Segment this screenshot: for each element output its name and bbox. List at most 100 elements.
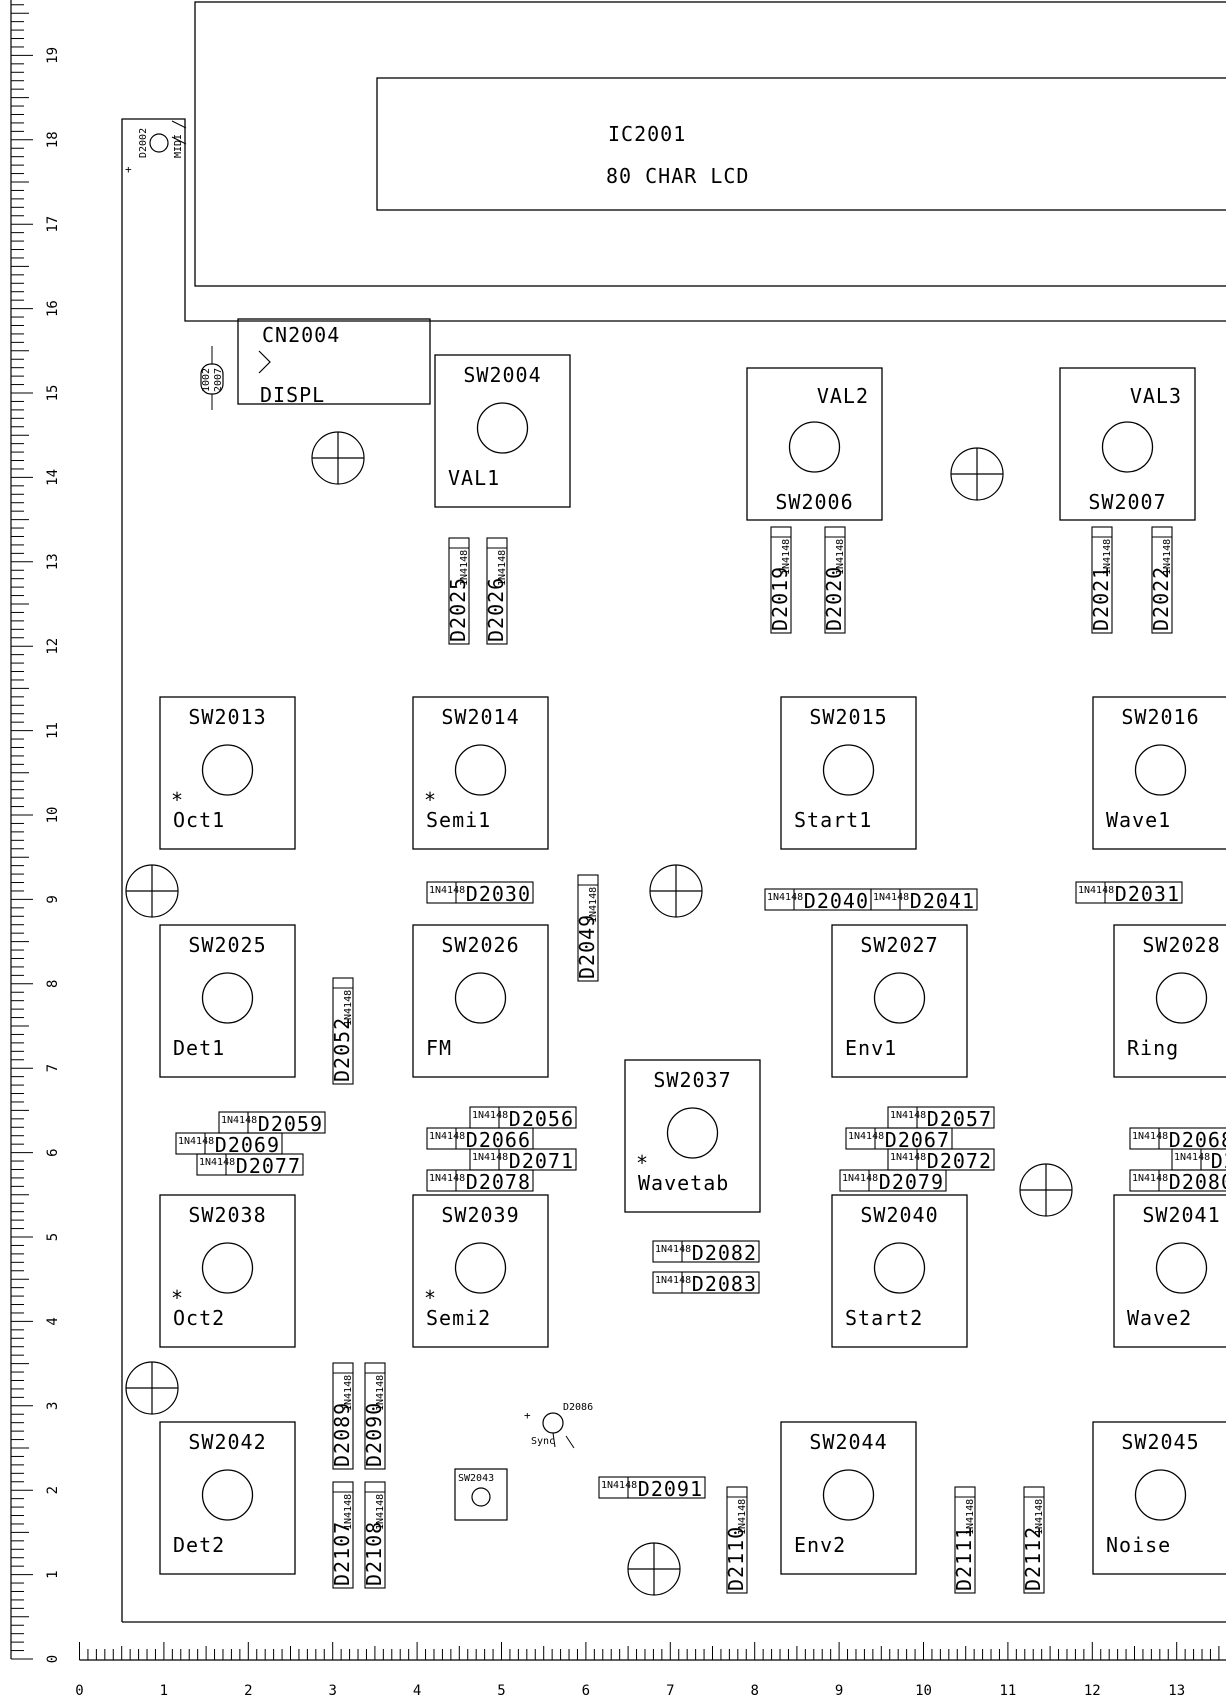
switch-func: Det1 bbox=[173, 1036, 225, 1060]
diode-part: 1N4148 bbox=[221, 1115, 257, 1126]
switch-ref: SW2038 bbox=[188, 1203, 266, 1227]
x-tick-label: 7 bbox=[666, 1683, 674, 1699]
x-tick-label: 5 bbox=[497, 1683, 505, 1699]
switch-ref: SW2037 bbox=[653, 1068, 731, 1092]
y-tick-label: 15 bbox=[45, 385, 61, 402]
diode-part: 1N4148 bbox=[343, 990, 354, 1026]
switch-func: Oct2 bbox=[173, 1306, 225, 1330]
switch-func: Env1 bbox=[845, 1036, 897, 1060]
x-tick-label: 0 bbox=[75, 1683, 83, 1699]
mounting-hole bbox=[125, 864, 179, 918]
diode-ref: D2020 bbox=[822, 566, 846, 631]
diode-ref: D2072 bbox=[927, 1149, 992, 1173]
switch-sw2043[interactable]: SW2043 bbox=[454, 1468, 508, 1521]
switch-func: VAL1 bbox=[448, 466, 500, 490]
diode-ref: D2083 bbox=[692, 1272, 757, 1296]
diode-ref: D2025 bbox=[446, 577, 470, 642]
svg-text:2007: 2007 bbox=[213, 368, 224, 392]
diode-ref: D2049 bbox=[575, 914, 599, 979]
diode-ref: D2110 bbox=[724, 1526, 748, 1591]
y-tick-label: 11 bbox=[45, 722, 61, 739]
diode-ref: D2108 bbox=[362, 1521, 386, 1586]
switch-ref: SW2007 bbox=[1088, 490, 1166, 514]
switch-func: Env2 bbox=[794, 1533, 846, 1557]
diode-ref: D2067 bbox=[885, 1128, 950, 1152]
diode-ref: D2056 bbox=[509, 1107, 574, 1131]
diode-ref: D2091 bbox=[638, 1477, 703, 1501]
lcd-ref: IC2001 bbox=[608, 122, 686, 146]
diode-ref: D2089 bbox=[330, 1402, 354, 1467]
mounting-hole bbox=[125, 1361, 179, 1415]
y-tick-label: 1 bbox=[45, 1570, 61, 1578]
lcd-desc: 80 CHAR LCD bbox=[606, 164, 749, 188]
diode-part: 1N4148 bbox=[655, 1244, 691, 1255]
switch-ref: SW2027 bbox=[860, 933, 938, 957]
x-tick-label: 2 bbox=[244, 1683, 252, 1699]
y-tick-label: 2 bbox=[45, 1486, 61, 1494]
y-tick-label: 19 bbox=[45, 47, 61, 64]
diode-part: 1N4148 bbox=[497, 550, 508, 586]
diode-part: 1N4148 bbox=[1174, 1152, 1210, 1163]
pin1-marker: * bbox=[636, 1151, 649, 1175]
switch-ref: SW2015 bbox=[809, 705, 887, 729]
x-tick-label: 10 bbox=[915, 1683, 932, 1699]
x-tick-label: 6 bbox=[582, 1683, 590, 1699]
mounting-hole bbox=[649, 864, 703, 918]
diode-part: 1N4148 bbox=[429, 885, 465, 896]
switch-func: Ring bbox=[1127, 1036, 1179, 1060]
resistor-r2007: 1002 2007 bbox=[200, 346, 224, 410]
diode-ref: D2073 bbox=[1211, 1149, 1226, 1173]
x-tick-label: 9 bbox=[835, 1683, 843, 1699]
diode-part: 1N4148 bbox=[472, 1152, 508, 1163]
switch-ref: SW2028 bbox=[1142, 933, 1220, 957]
diode-part: 1N4148 bbox=[343, 1494, 354, 1530]
y-tick-label: 0 bbox=[45, 1655, 61, 1663]
switch-func: Oct1 bbox=[173, 808, 225, 832]
switch-ref: SW2039 bbox=[441, 1203, 519, 1227]
diode-ref: D2079 bbox=[879, 1170, 944, 1194]
x-tick-label: 4 bbox=[413, 1683, 421, 1699]
mounting-hole bbox=[311, 431, 365, 485]
switch-ref: SW2004 bbox=[463, 363, 541, 387]
diode-ref: D2066 bbox=[466, 1128, 531, 1152]
diode-d2080: 1N4148D2080 bbox=[1129, 1169, 1226, 1194]
